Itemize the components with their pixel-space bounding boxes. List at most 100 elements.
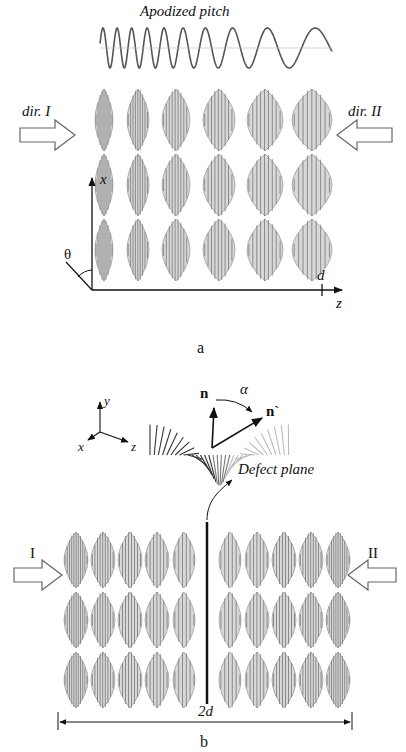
stripe xyxy=(73,593,74,647)
stripe xyxy=(80,536,81,584)
stripe xyxy=(294,613,295,626)
stripe xyxy=(112,244,113,257)
stripe xyxy=(268,155,269,215)
stripe xyxy=(248,244,249,257)
stripe xyxy=(276,543,277,577)
stripe xyxy=(218,219,219,281)
stripe xyxy=(349,676,350,684)
stripe xyxy=(236,601,237,640)
stripe xyxy=(186,172,187,198)
stripe xyxy=(169,161,170,209)
stripe xyxy=(329,667,330,694)
stripe xyxy=(232,533,233,587)
stripe xyxy=(313,533,314,587)
stripe xyxy=(260,221,261,279)
domain-outline xyxy=(91,532,115,588)
stripe xyxy=(208,168,209,201)
label: x xyxy=(78,440,84,453)
stripe xyxy=(87,616,88,624)
domain-outline xyxy=(326,592,350,648)
stripe xyxy=(279,656,280,704)
stripe xyxy=(329,547,330,574)
dimension-tick xyxy=(352,712,353,730)
stripe xyxy=(140,553,141,566)
stripe xyxy=(303,95,304,144)
stripe xyxy=(280,111,281,129)
stripe xyxy=(78,533,79,587)
stripe xyxy=(65,675,66,685)
stripe xyxy=(186,237,187,263)
stripe xyxy=(172,91,173,148)
stripe xyxy=(82,601,83,640)
apodized-wave xyxy=(100,28,332,68)
director-rod xyxy=(158,427,164,455)
stripe xyxy=(69,660,70,700)
stripe xyxy=(100,534,101,587)
incidence-arrow xyxy=(337,120,392,150)
label: a xyxy=(197,340,204,356)
stripe xyxy=(102,652,103,708)
stripe xyxy=(253,594,254,645)
stripe xyxy=(294,179,295,192)
stripe xyxy=(250,601,251,638)
stripe xyxy=(153,534,154,585)
domain-outline xyxy=(299,532,323,588)
x-axis xyxy=(88,432,100,440)
stripe xyxy=(186,107,187,133)
leader-line xyxy=(207,480,232,520)
stripe xyxy=(125,596,126,644)
stripe xyxy=(137,154,138,216)
stripe xyxy=(344,601,345,640)
stripe xyxy=(163,114,164,126)
stripe xyxy=(128,532,129,587)
stripe xyxy=(163,601,164,640)
domain-outline xyxy=(64,592,88,648)
domain-outline xyxy=(299,652,323,708)
stripe xyxy=(172,221,173,278)
stripe xyxy=(71,656,72,705)
label: n` xyxy=(266,404,279,419)
stripe xyxy=(307,156,308,215)
stripe xyxy=(175,154,176,216)
stripe xyxy=(140,220,141,280)
stripe xyxy=(182,533,183,588)
stripe xyxy=(174,671,175,689)
stripe xyxy=(104,89,105,151)
stripe xyxy=(349,616,350,624)
domain-outline xyxy=(245,592,269,648)
stripe xyxy=(122,543,123,577)
stripe xyxy=(268,90,269,150)
stripe xyxy=(228,100,229,140)
stripe xyxy=(300,674,301,685)
stripe xyxy=(147,242,148,259)
domain-outline xyxy=(299,592,323,648)
stripe xyxy=(294,244,295,257)
stripe xyxy=(180,158,181,213)
domain-outline xyxy=(247,154,283,216)
stripe xyxy=(315,597,316,644)
stripe xyxy=(166,104,167,137)
stripe xyxy=(163,541,164,580)
stripe xyxy=(250,541,251,578)
stripe xyxy=(331,660,332,700)
stripe xyxy=(110,603,111,637)
stripe xyxy=(303,160,304,209)
y-axis xyxy=(99,402,100,432)
stripe xyxy=(267,672,268,688)
stripe xyxy=(84,667,85,692)
stripe xyxy=(260,594,261,646)
stripe xyxy=(342,656,343,704)
stripe xyxy=(260,156,261,214)
domain-outline xyxy=(292,154,332,216)
stripe xyxy=(224,539,225,582)
stripe xyxy=(276,663,277,697)
stripe xyxy=(220,611,221,629)
dimension-line xyxy=(60,722,350,723)
stripe xyxy=(344,541,345,580)
stripe xyxy=(73,533,74,587)
stripe xyxy=(320,160,321,211)
stripe xyxy=(146,673,147,688)
stripe xyxy=(225,94,226,147)
stripe xyxy=(146,553,147,568)
stripe xyxy=(110,233,111,267)
